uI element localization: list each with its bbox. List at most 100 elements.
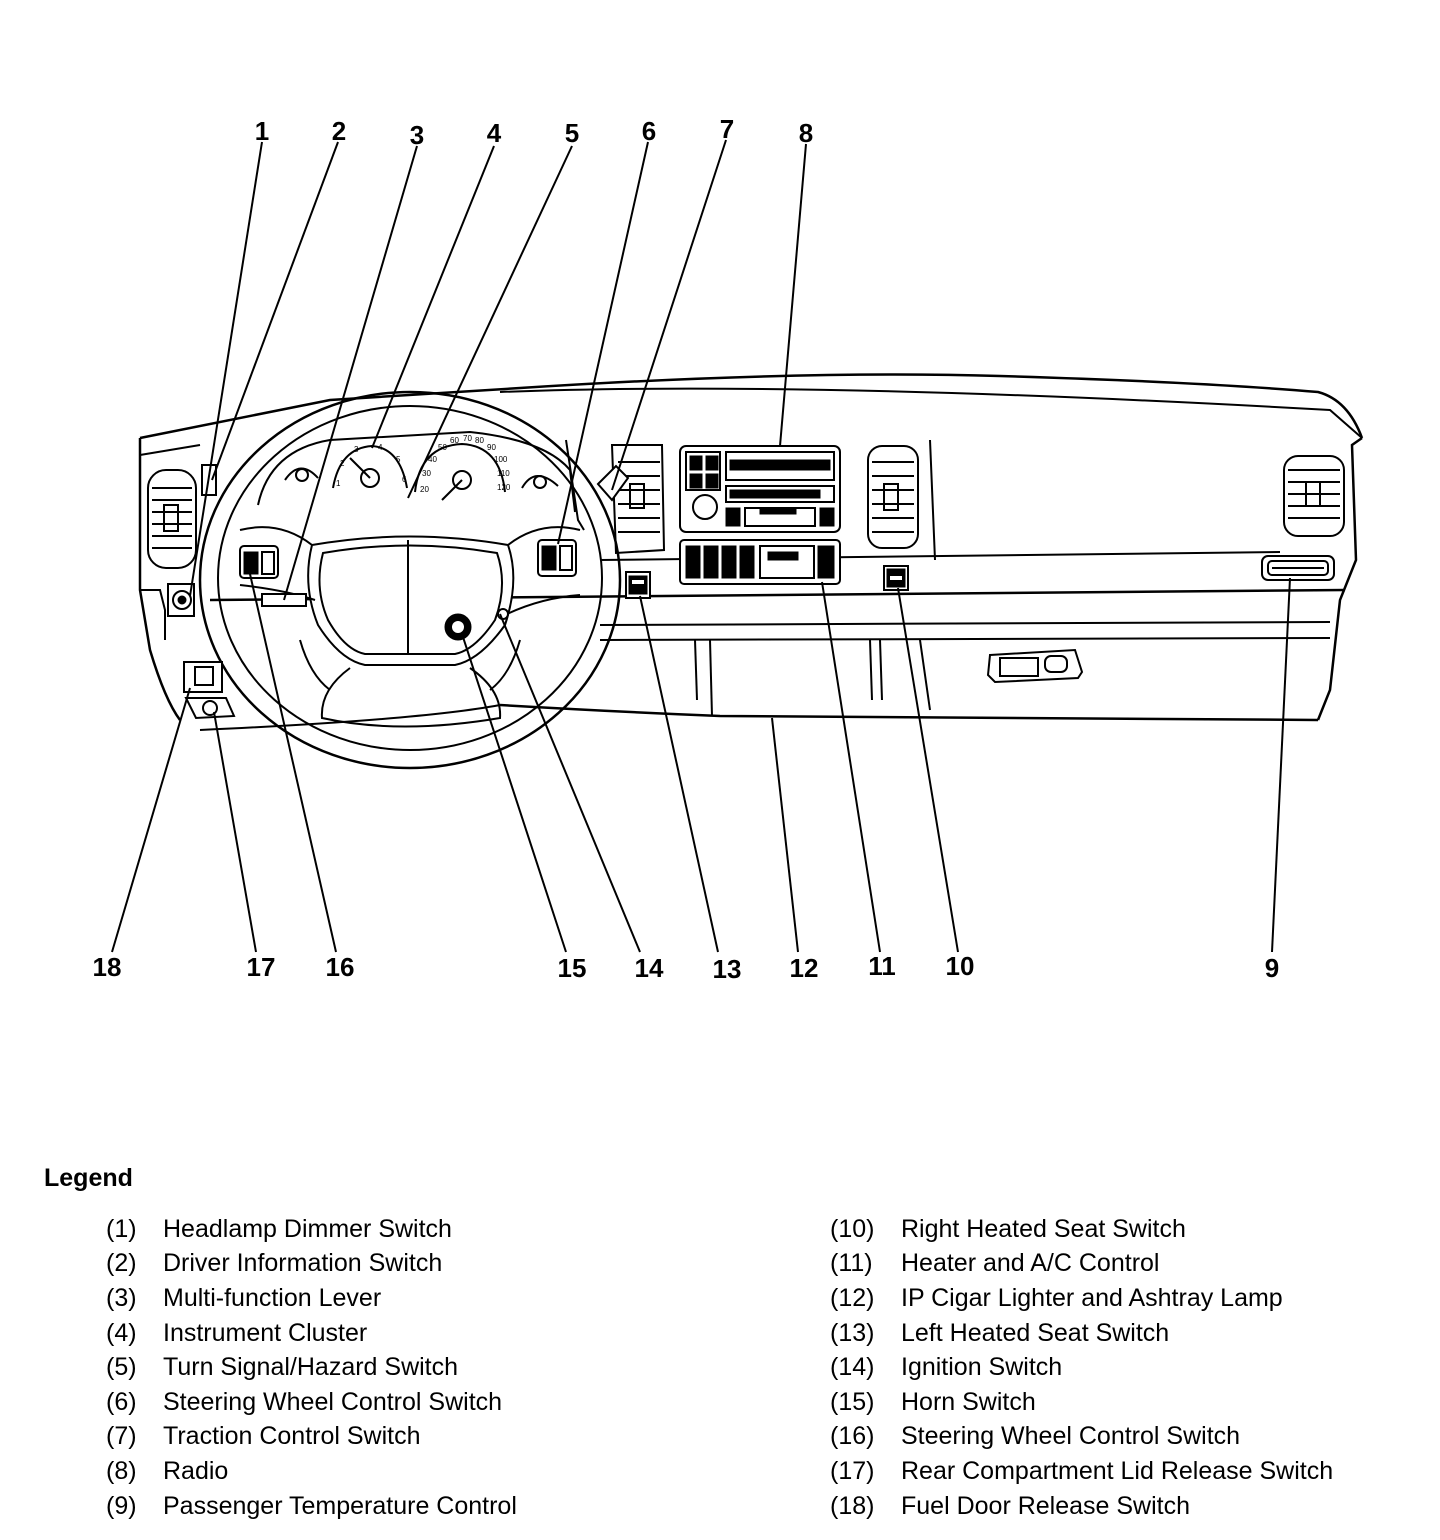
headlamp-dimmer-switch[interactable] xyxy=(167,583,195,617)
legend-item-number: (15) xyxy=(830,1387,875,1416)
callout-18: 18 xyxy=(93,952,122,982)
svg-text:3: 3 xyxy=(354,445,359,454)
legend-item: (5)Turn Signal/Hazard Switch xyxy=(106,1350,517,1385)
passenger-temperature-control[interactable] xyxy=(1261,555,1335,581)
legend-right-column: (10) Right Heated Seat Switch (11) Heater a… xyxy=(830,1212,1333,1523)
instrument-cluster: 20 30 40 50 60 70 80 90 100 110 120 1 2 … xyxy=(257,430,576,513)
legend-item-label: IP Cigar Lighter and Ashtray Lamp xyxy=(901,1283,1283,1312)
svg-text:5: 5 xyxy=(396,455,401,464)
legend-item: (7) Traction Control Switch xyxy=(106,1420,517,1455)
fuel-door-release-switch[interactable] xyxy=(183,661,223,693)
callout-11: 11 xyxy=(868,951,896,981)
ignition-switch[interactable] xyxy=(497,608,509,620)
legend-item-number: (10) xyxy=(830,1214,875,1243)
svg-text:2: 2 xyxy=(340,459,345,468)
legend-item: (6)Steering Wheel Control Switch xyxy=(106,1385,517,1420)
legend-item: (15) Horn Switch xyxy=(830,1385,1333,1420)
callout-numbers: 1 2 3 4 5 6 7 8 9 10 11 12 13 14 15 16 1… xyxy=(93,114,1280,984)
radio[interactable] xyxy=(679,445,841,533)
center-right-air-vent xyxy=(867,445,919,549)
legend-item: (8) Radio xyxy=(106,1454,517,1489)
callout-9: 9 xyxy=(1265,953,1279,983)
svg-text:30: 30 xyxy=(422,469,431,478)
legend-item-number: (14) xyxy=(830,1353,875,1382)
legend-item-label: Headlamp Dimmer Switch xyxy=(163,1214,452,1243)
legend-item-number: (6) xyxy=(106,1387,137,1416)
legend-item: (12) IP Cigar Lighter and Ashtray Lamp xyxy=(830,1281,1333,1316)
left-steering-wheel-control-switch[interactable] xyxy=(239,545,279,579)
legend-item: (9) Passenger Temperature Control xyxy=(106,1489,517,1524)
legend-item-label: Right Heated Seat Switch xyxy=(901,1214,1186,1243)
legend-item-number: (1) xyxy=(106,1214,137,1243)
legend-item: (17) Rear Compartment Lid Release Switch xyxy=(830,1454,1333,1489)
legend-item-label: Ignition Switch xyxy=(901,1353,1063,1382)
legend-item-number: (4) xyxy=(106,1318,137,1347)
leader-lines xyxy=(111,139,1291,953)
svg-text:110: 110 xyxy=(497,469,510,478)
legend-item: (14) Ignition Switch xyxy=(830,1350,1333,1385)
legend-item-number: (9) xyxy=(106,1491,137,1520)
legend-left-column: (1) Headlamp Dimmer Switch (2) Driver Infor… xyxy=(106,1212,517,1523)
callout-1: 1 xyxy=(255,116,269,146)
legend-item-label: Heater and A/C Control xyxy=(901,1249,1160,1278)
legend-item-label: Multi-function Lever xyxy=(163,1283,382,1312)
center-left-air-vent xyxy=(610,444,666,555)
legend-item-number: (3) xyxy=(106,1283,137,1312)
legend-item-label: Left Heated Seat Switch xyxy=(901,1318,1170,1347)
legend-item: (10) Right Heated Seat Switch xyxy=(830,1212,1333,1247)
legend-item-number: (16) xyxy=(830,1422,875,1451)
callout-3: 3 xyxy=(410,120,424,150)
callout-15: 15 xyxy=(558,953,587,983)
legend-item-number: (8) xyxy=(106,1456,137,1485)
legend-item: (1) Headlamp Dimmer Switch xyxy=(106,1212,517,1247)
callout-13: 13 xyxy=(713,954,742,984)
legend-item-label: Driver Information Switch xyxy=(163,1249,443,1278)
right-steering-wheel-control-switch[interactable] xyxy=(537,539,577,577)
legend-item: (11) Heater and A/C Control xyxy=(830,1247,1333,1282)
svg-text:4: 4 xyxy=(378,443,383,452)
callout-6: 6 xyxy=(642,116,656,146)
right-heated-seat-switch[interactable] xyxy=(883,565,909,591)
left-air-vent xyxy=(147,469,197,569)
legend-item-number: (2) xyxy=(106,1249,137,1278)
callout-5: 5 xyxy=(565,118,579,148)
legend-item-number: (12) xyxy=(830,1283,875,1312)
legend-item-label: Traction Control Switch xyxy=(163,1422,421,1451)
legend-item: (18) Fuel Door Release Switch xyxy=(830,1489,1333,1524)
legend-item: (3) Multi-function Lever xyxy=(106,1281,517,1316)
svg-text:1: 1 xyxy=(336,479,341,488)
svg-text:80: 80 xyxy=(475,436,484,445)
legend-item-label: Passenger Temperature Control xyxy=(163,1491,517,1520)
svg-text:120: 120 xyxy=(497,483,511,492)
svg-text:40: 40 xyxy=(428,455,437,464)
legend-item-number: (11) xyxy=(830,1249,873,1278)
dashboard-diagram: 20 30 40 50 60 70 80 90 100 110 120 1 2 … xyxy=(93,114,1364,984)
callout-12: 12 xyxy=(790,953,819,983)
legend-item-label: Radio xyxy=(163,1456,229,1485)
legend-item-number: (13) xyxy=(830,1318,875,1347)
svg-text:70: 70 xyxy=(463,434,472,443)
rear-compartment-lid-release-switch[interactable] xyxy=(184,697,236,720)
legend-item-label: Turn Signal/Hazard Switch xyxy=(163,1353,459,1382)
legend-item: (16) Steering Wheel Control Switch xyxy=(830,1420,1333,1455)
legend-item-number: (18) xyxy=(830,1491,875,1520)
left-heated-seat-switch[interactable] xyxy=(625,571,651,599)
svg-text:90: 90 xyxy=(487,443,496,452)
legend-item: (13) Left Heated Seat Switch xyxy=(830,1316,1333,1351)
callout-2: 2 xyxy=(332,116,346,146)
legend-item-number: (7) xyxy=(106,1422,137,1451)
legend-item: (2) Driver Information Switch xyxy=(106,1247,517,1282)
traction-control-switch[interactable] xyxy=(596,464,630,502)
callout-14: 14 xyxy=(635,953,664,983)
svg-text:60: 60 xyxy=(450,436,459,445)
heater-and-ac-control[interactable] xyxy=(679,539,841,585)
tach-scale: 1 2 3 4 5 6 xyxy=(336,443,407,488)
svg-text:50: 50 xyxy=(438,443,447,452)
legend-item-label: Rear Compartment Lid Release Switch xyxy=(901,1456,1334,1485)
legend-item-label: Fuel Door Release Switch xyxy=(901,1491,1191,1520)
legend-item-number: (17) xyxy=(830,1456,875,1485)
legend-item-label: Steering Wheel Control Switch xyxy=(901,1422,1241,1451)
legend-item-label: Horn Switch xyxy=(901,1387,1036,1416)
callout-17: 17 xyxy=(247,952,276,982)
callout-10: 10 xyxy=(946,951,975,981)
